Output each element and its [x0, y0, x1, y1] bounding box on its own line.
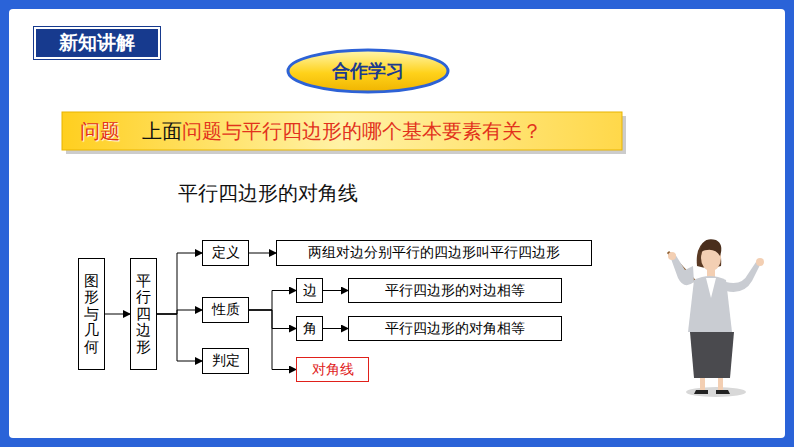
arrow-connector — [249, 310, 296, 370]
arrow-connector — [323, 290, 348, 291]
arrow-connector — [105, 314, 130, 315]
node-label: 合作学习 — [332, 59, 404, 83]
question-tag: 问题 — [80, 118, 120, 145]
highlight-box: 对角线 — [296, 357, 369, 382]
node-label: 平行四边形的对角相等 — [385, 320, 525, 338]
arrow-connector — [249, 291, 296, 311]
category-box: 判定 — [202, 348, 249, 374]
teacher-figure — [668, 239, 764, 397]
node-label: 角 — [303, 320, 317, 338]
node-label: 平行四边形的对边相等 — [385, 282, 525, 300]
category-box: 定义 — [202, 240, 249, 266]
section-tab: 新知讲解 — [34, 27, 160, 59]
activity-oval: 合作学习 — [300, 56, 436, 86]
definition-box: 两组对边分别平行的四边形叫平行四边形 — [276, 240, 592, 266]
category-box: 性质 — [202, 297, 249, 323]
node-label: 对角线 — [312, 361, 354, 379]
node-label: 两组对边分别平行的四边形叫平行四边形 — [308, 244, 560, 262]
section-heading: 平行四边形的对角线 — [178, 180, 358, 207]
arrow-connector — [157, 314, 202, 361]
node-label: 性质 — [212, 301, 240, 319]
node-label: 定义 — [212, 244, 240, 262]
property-box: 平行四边形的对边相等 — [348, 278, 562, 303]
arrow-connector — [249, 253, 276, 254]
node-label: 边 — [303, 282, 317, 300]
node-label: 平行四边形 — [136, 273, 151, 356]
aspect-box: 角 — [296, 316, 323, 341]
problem-bar — [62, 112, 622, 150]
arrow-connector — [157, 253, 202, 314]
node-label: 新知讲解 — [59, 30, 135, 56]
node-label: 判定 — [212, 352, 240, 370]
question-text: 问题与平行四边形的哪个基本要素有关？ — [182, 118, 542, 145]
oval-shape — [288, 50, 448, 92]
question-bar: 问题上面问题与平行四边形的哪个基本要素有关？ — [62, 112, 622, 150]
property-box: 平行四边形的对角相等 — [348, 316, 562, 341]
aspect-box: 边 — [296, 278, 323, 303]
concept-box: 图形与几何 — [78, 258, 105, 370]
arrow-connector — [323, 328, 348, 329]
question-text: 上面 — [142, 118, 182, 145]
arrow-connector — [157, 310, 202, 314]
node-label: 图形与几何 — [84, 273, 99, 356]
concept-box: 平行四边形 — [130, 258, 157, 370]
